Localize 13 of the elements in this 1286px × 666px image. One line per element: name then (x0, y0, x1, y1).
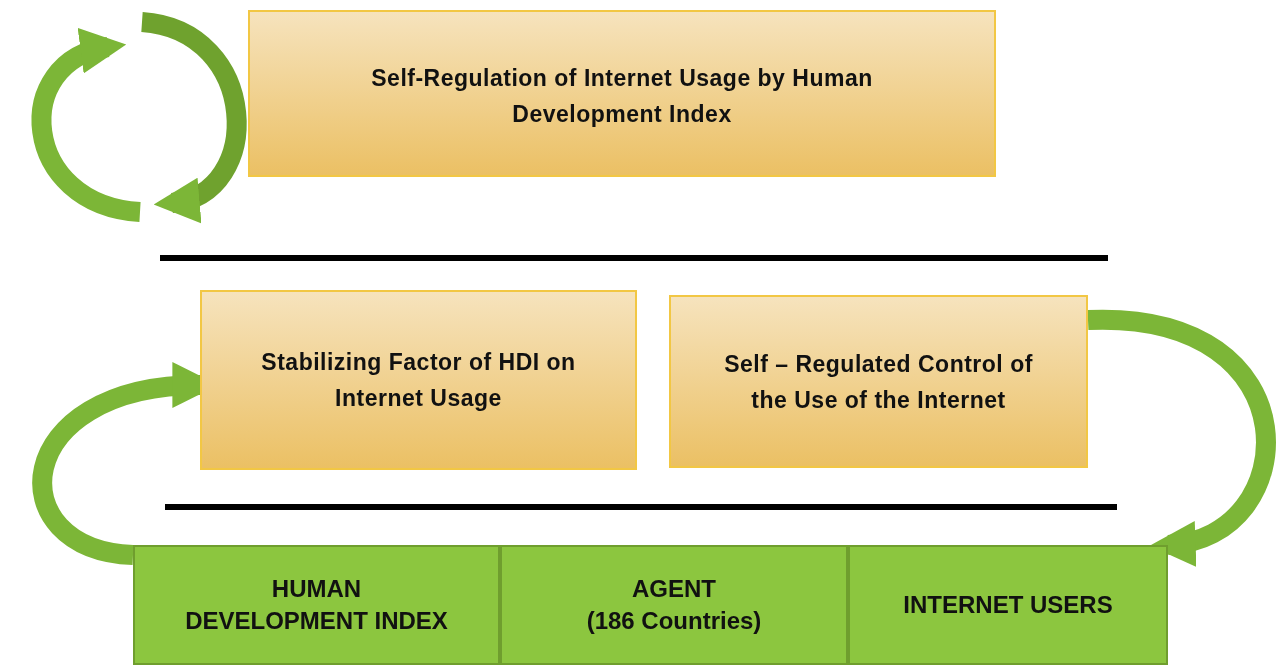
box-label: Stabilizing Factor of HDI on Internet Usage (260, 348, 577, 413)
box-label: Self-Regulation of Internet Usage by Human Development Index (370, 64, 874, 129)
base-box (133, 545, 500, 665)
process-box (200, 290, 637, 470)
box-label: Self – Regulated Control of the Use of the Internet (723, 349, 1034, 415)
process-box (248, 10, 996, 177)
box-label: HUMAN DEVELOPMENT INDEX (184, 574, 449, 636)
box-label: AGENT (632, 574, 716, 604)
box-label: (186 Countries) (586, 606, 762, 636)
base-box (848, 545, 1168, 665)
base-box (500, 545, 848, 665)
box-label: INTERNET USERS (903, 590, 1113, 620)
process-box (669, 295, 1088, 468)
